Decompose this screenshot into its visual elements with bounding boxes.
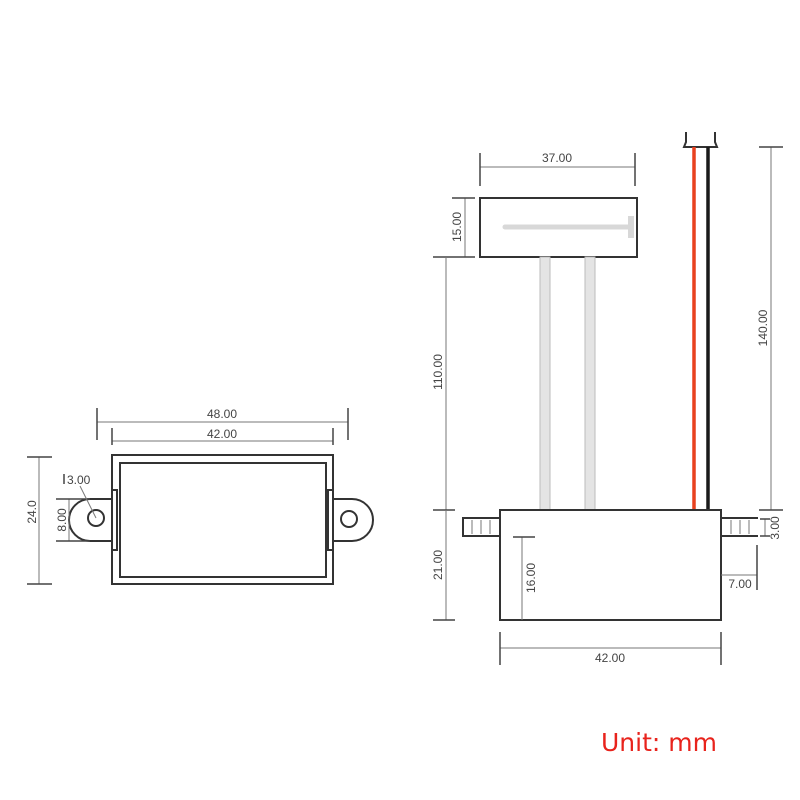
dim-overall-width: 48.00 bbox=[96, 407, 349, 440]
unit-label: Unit: mm bbox=[601, 728, 717, 757]
dim-label: 48.00 bbox=[207, 407, 237, 421]
dim-probe-height: 15.00 bbox=[433, 197, 475, 258]
dim-label: 37.00 bbox=[542, 151, 572, 165]
body-side-outline bbox=[499, 509, 722, 621]
dim-label: 16.00 bbox=[524, 563, 538, 593]
dim-label: 7.00 bbox=[728, 577, 752, 591]
dim-probe-width: 37.00 bbox=[479, 151, 636, 186]
dim-tab-height: 8.00 bbox=[55, 498, 90, 542]
probe-head bbox=[479, 197, 638, 258]
right-mount-hole bbox=[340, 510, 358, 528]
dim-label: 3.00 bbox=[768, 516, 782, 540]
dim-wire-length: 140.00 bbox=[756, 146, 783, 511]
probe-element-cap bbox=[628, 216, 634, 238]
dim-label: 42.00 bbox=[595, 651, 625, 665]
wire-connector bbox=[682, 132, 719, 148]
left-mount-hole bbox=[87, 509, 105, 527]
left-ear bbox=[462, 517, 500, 537]
dim-ear-length: 7.00 bbox=[721, 545, 758, 591]
left-mount-tab bbox=[68, 498, 112, 542]
probe-tube-left bbox=[539, 256, 551, 511]
body-inner-outline bbox=[119, 462, 327, 578]
body-outer-outline bbox=[111, 454, 334, 585]
dim-hole-diameter: 3.00 bbox=[63, 473, 97, 519]
probe-tube-right bbox=[584, 256, 596, 511]
dim-label: 3.00 bbox=[67, 473, 91, 487]
dim-ear-height: 3.00 bbox=[760, 516, 782, 540]
dim-label: 140.00 bbox=[756, 309, 770, 346]
dim-tube-length: 110.00 bbox=[431, 257, 455, 511]
side-view: 37.00 15.00 110.00 140.00 21.00 16.0 bbox=[431, 132, 783, 665]
dim-height: 24.0 bbox=[25, 456, 52, 585]
dim-label: 42.00 bbox=[207, 427, 237, 441]
dim-label: 8.00 bbox=[55, 508, 69, 532]
right-ear bbox=[721, 517, 758, 537]
right-tab-notch bbox=[327, 489, 333, 551]
dim-body-width: 42.00 bbox=[499, 632, 722, 665]
left-tab-notch bbox=[112, 489, 118, 551]
top-view: 48.00 42.00 24.0 8.00 3.00 bbox=[25, 407, 374, 585]
dim-label: 24.0 bbox=[25, 500, 39, 524]
dim-body-width: 42.00 bbox=[111, 427, 334, 445]
dim-label: 110.00 bbox=[431, 354, 445, 390]
dim-label: 15.00 bbox=[450, 212, 464, 242]
dim-label: 21.00 bbox=[431, 550, 445, 580]
dim-body-height: 21.00 bbox=[431, 510, 455, 621]
dim-inner-height: 16.00 bbox=[513, 536, 538, 620]
right-mount-tab bbox=[333, 498, 374, 542]
